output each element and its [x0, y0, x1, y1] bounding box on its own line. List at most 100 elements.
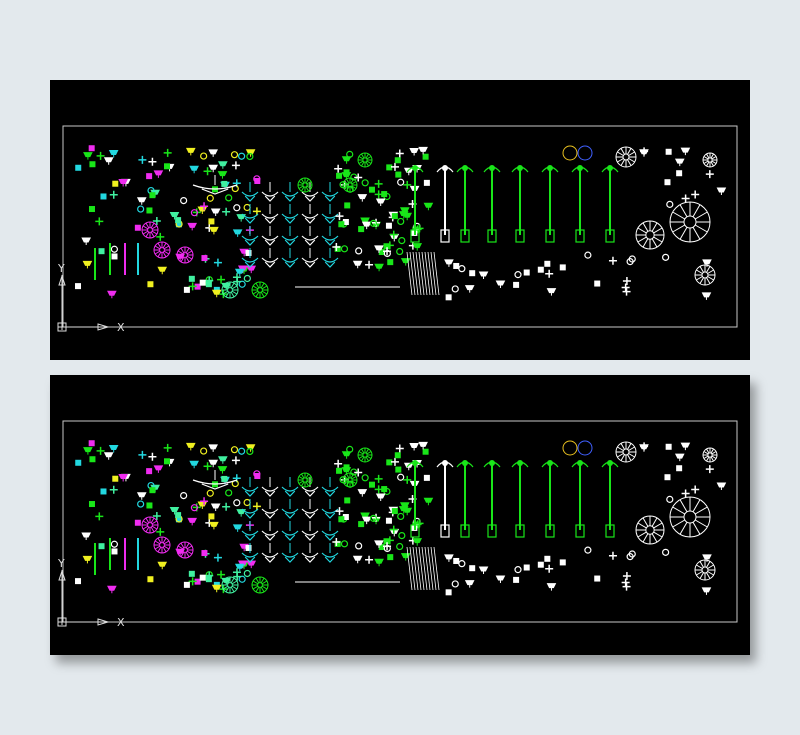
- ceiling-rosette-icon: [145, 526, 150, 533]
- lamp-symbol-icon: [211, 584, 222, 593]
- ceiling-rosette-icon: [711, 156, 717, 160]
- street-lamp-icon: [577, 165, 583, 171]
- ceiling-rosette-icon: [710, 153, 714, 159]
- ceiling-rosette-icon: [672, 519, 686, 528]
- lamp-symbol-icon: [680, 147, 691, 156]
- lamp-symbol-icon: [397, 473, 405, 481]
- lamp-symbol-icon: [395, 444, 404, 453]
- lamp-symbol-icon: [88, 206, 95, 213]
- lamp-symbol-icon: [544, 555, 551, 562]
- ceiling-rosette-icon: [617, 151, 624, 156]
- lamp-symbol-icon: [98, 248, 105, 255]
- ceiling-rosette-icon: [261, 285, 268, 290]
- lamp-symbol-icon: [705, 170, 714, 179]
- lamp-symbol-icon: [403, 475, 412, 484]
- chandelier-icon: [281, 257, 299, 268]
- ceiling-rosette-icon: [358, 156, 364, 160]
- ceiling-rosette-icon: [362, 157, 368, 163]
- curtain-lamp-icon: [418, 546, 425, 591]
- street-lamp-icon: [440, 524, 450, 538]
- drawing-border: [62, 420, 738, 623]
- cad-preview-top: Y X: [50, 80, 750, 360]
- ceiling-rosette-icon: [346, 178, 350, 184]
- lamp-symbol-icon: [383, 192, 391, 201]
- lamp-symbol-icon: [336, 467, 343, 474]
- lamp-symbol-icon: [75, 459, 82, 466]
- ceiling-rosette-icon: [298, 181, 304, 185]
- ceiling-rosette-icon: [180, 551, 185, 558]
- lamp-symbol-icon: [495, 575, 506, 584]
- ceiling-rosette-icon: [706, 153, 710, 159]
- ceiling-rosette-icon: [694, 211, 708, 220]
- axis-label-y: Y: [57, 262, 65, 275]
- ceiling-rosette-icon: [620, 443, 625, 450]
- ceiling-rosette-icon: [182, 547, 188, 553]
- lamp-symbol-icon: [82, 260, 93, 269]
- lamp-symbol-icon: [253, 470, 261, 478]
- chandelier-icon: [192, 184, 238, 195]
- ceiling-rosette-icon: [157, 242, 162, 249]
- lamp-symbol-icon: [238, 575, 246, 583]
- ceiling-rosette-icon: [701, 566, 709, 574]
- lamp-symbol-icon: [701, 292, 712, 300]
- ceiling-rosette-icon: [154, 540, 161, 545]
- ceiling-rosette-icon: [350, 178, 354, 184]
- lamp-symbol-icon: [107, 585, 117, 594]
- lamp-symbol-icon: [701, 587, 712, 595]
- ceiling-rosette-icon: [707, 452, 713, 458]
- lamp-symbol-icon: [243, 498, 251, 507]
- ceiling-rosette-icon: [692, 499, 701, 513]
- lamp-symbol-icon: [218, 161, 228, 169]
- lamp-symbol-icon: [188, 577, 197, 586]
- lamp-symbol-icon: [386, 164, 393, 171]
- lamp-symbol-icon: [200, 447, 208, 455]
- ceiling-rosette-icon: [696, 269, 703, 274]
- lamp-symbol-icon: [664, 179, 671, 186]
- ceiling-rosette-icon: [706, 572, 711, 579]
- ceiling-rosette-icon: [186, 545, 193, 550]
- lamp-symbol-icon: [200, 152, 208, 160]
- lamp-symbol-icon: [134, 519, 141, 526]
- ceiling-rosette-icon: [653, 522, 663, 529]
- lamp-symbol-icon: [355, 247, 363, 255]
- ceiling-rosette-icon: [230, 291, 235, 298]
- lamp-symbol-icon: [206, 489, 214, 497]
- lamp-symbol-icon: [662, 253, 670, 261]
- chandelier-icon: [261, 257, 279, 268]
- lamp-symbol-icon: [100, 193, 107, 200]
- chandelier-icon: [241, 552, 259, 563]
- lamp-symbol-icon: [96, 151, 105, 160]
- lamp-symbol-icon: [394, 452, 401, 459]
- ceiling-rosette-icon: [177, 545, 184, 550]
- ceiling-rosette-icon: [366, 156, 372, 160]
- lamp-symbol-icon: [387, 259, 394, 266]
- street-lamp-icon: [410, 524, 420, 538]
- ceiling-rosette-icon: [252, 585, 259, 590]
- chandelier-icon: [261, 191, 279, 202]
- lamp-symbol-icon: [464, 285, 475, 293]
- ceiling-rosette-icon: [142, 520, 149, 525]
- ceiling-rosette-icon: [351, 185, 357, 189]
- ceiling-rosette-icon: [358, 455, 364, 459]
- ceiling-rosette-icon: [351, 181, 357, 185]
- chandelier-icon: [301, 235, 319, 246]
- lamp-symbol-icon: [342, 219, 349, 226]
- ceiling-rosette-icon: [305, 481, 309, 487]
- ceiling-rosette-icon: [346, 473, 350, 479]
- lamp-symbol-icon: [584, 546, 592, 554]
- lamp-symbol-icon: [134, 224, 141, 231]
- ornament-icon: [562, 440, 578, 456]
- cad-symbols: [75, 440, 727, 596]
- chandelier-icon: [281, 213, 299, 224]
- ceiling-rosette-icon: [225, 586, 230, 593]
- ceiling-rosette-icon: [358, 160, 364, 164]
- ceiling-rosette-icon: [699, 561, 704, 568]
- lamp-symbol-icon: [332, 538, 341, 547]
- lamp-symbol-icon: [188, 570, 195, 577]
- lamp-symbol-icon: [238, 447, 246, 455]
- lamp-symbol-icon: [662, 548, 670, 556]
- lamp-symbol-icon: [246, 447, 254, 456]
- ceiling-rosette-icon: [225, 291, 230, 298]
- chandelier-icon: [301, 257, 319, 268]
- lamp-symbol-icon: [383, 247, 392, 256]
